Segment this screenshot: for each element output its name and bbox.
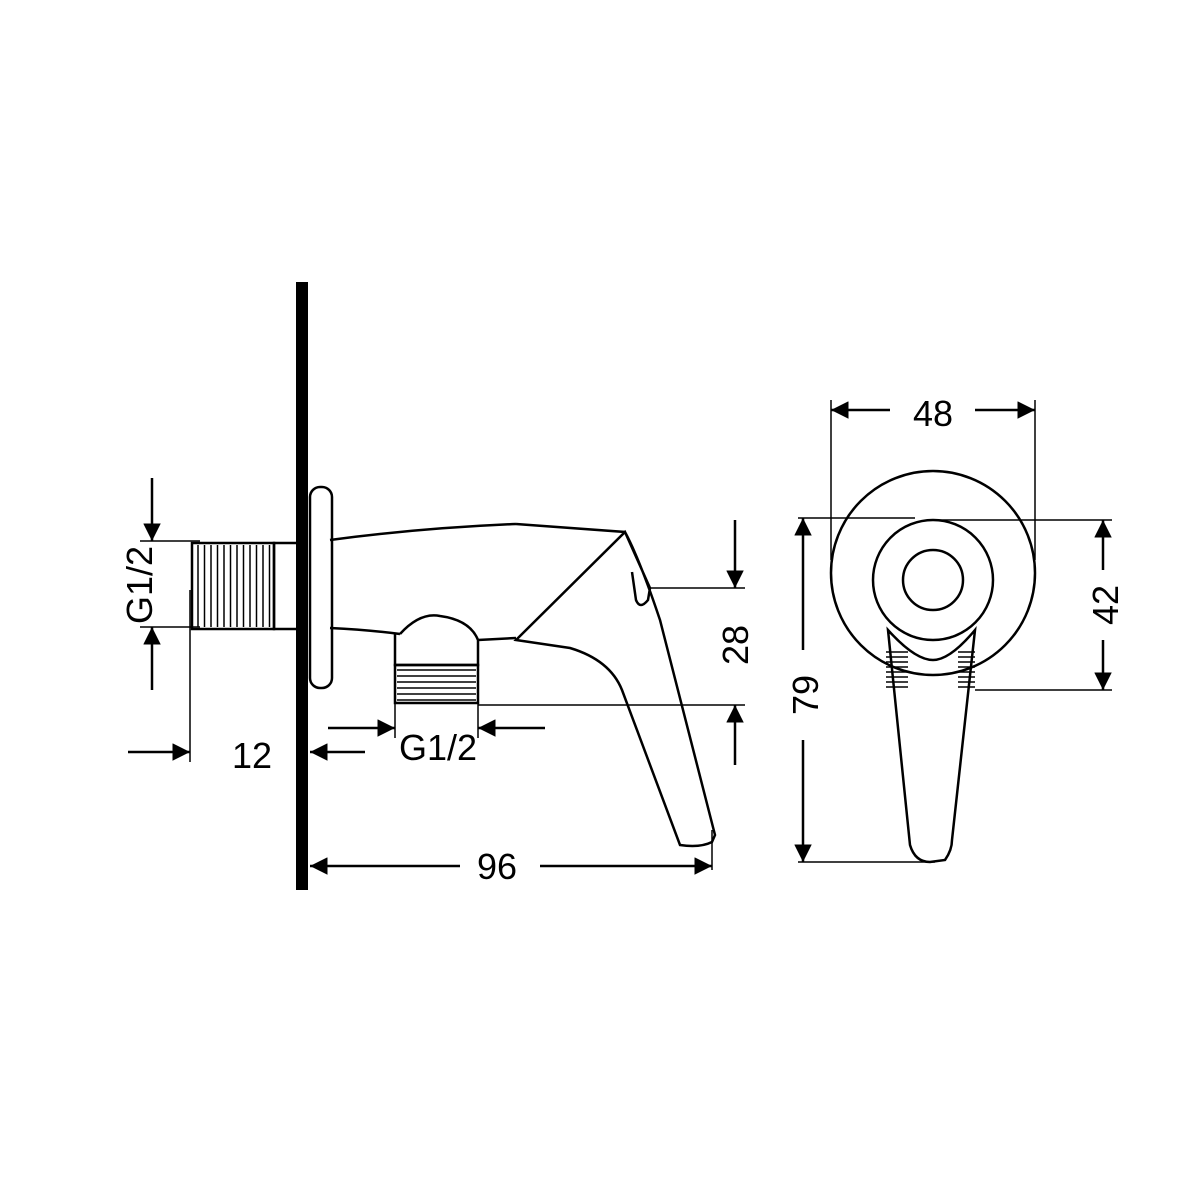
dim-28: 28 bbox=[715, 625, 756, 665]
side-view bbox=[190, 485, 717, 848]
wall bbox=[296, 282, 308, 890]
dim-12: 12 bbox=[232, 735, 272, 776]
dim-96: 96 bbox=[477, 846, 517, 887]
front-view bbox=[829, 469, 1037, 864]
dim-42: 42 bbox=[1085, 585, 1126, 625]
dim-79: 79 bbox=[785, 675, 826, 715]
dim-outlet-thread: G1/2 bbox=[399, 727, 477, 768]
dim-48: 48 bbox=[913, 393, 953, 434]
dimension-lines bbox=[128, 400, 1112, 875]
dim-inlet-thread: G1/2 bbox=[119, 546, 160, 624]
